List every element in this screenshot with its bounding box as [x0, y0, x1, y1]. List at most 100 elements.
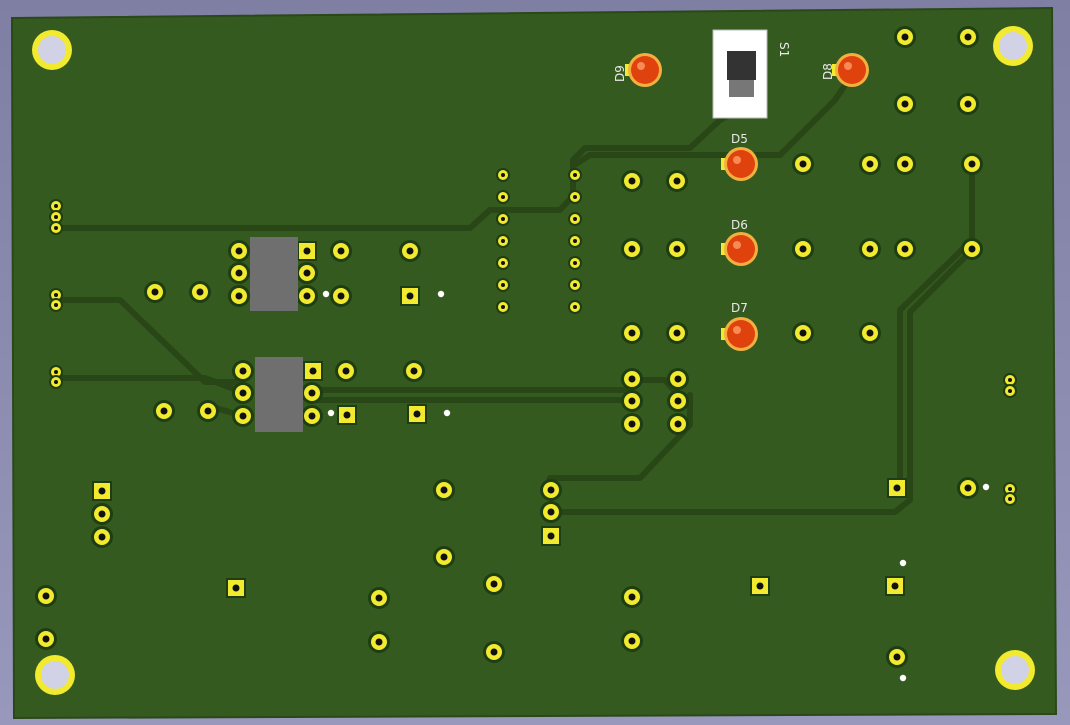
- pad-round: [403, 360, 425, 382]
- pad-round: [540, 501, 562, 523]
- pad-round: [961, 153, 983, 175]
- pad-square: [303, 361, 323, 381]
- pad-square: [541, 526, 561, 546]
- pad-round: [433, 479, 455, 501]
- pad-round: [621, 413, 643, 435]
- pad-round: [859, 153, 881, 175]
- via-icon: [443, 409, 451, 417]
- pad-round: [35, 628, 57, 650]
- mounting-hole-icon: [995, 650, 1035, 690]
- pad-round: [228, 262, 250, 284]
- pad-round: [621, 238, 643, 260]
- pad-small: [49, 365, 63, 379]
- pad-round: [621, 170, 643, 192]
- pad-round: [894, 93, 916, 115]
- pad-small: [49, 288, 63, 302]
- pad-round: [232, 360, 254, 382]
- pad-round: [228, 285, 250, 307]
- pad-round: [232, 405, 254, 427]
- pad-square: [297, 241, 317, 261]
- pad-round: [483, 573, 505, 595]
- pad-small: [568, 256, 582, 270]
- led-group: [625, 53, 869, 351]
- pad-round: [335, 360, 357, 382]
- pad-round: [894, 238, 916, 260]
- label-d6: D6: [731, 218, 748, 232]
- pad-round: [859, 238, 881, 260]
- pad-round: [197, 400, 219, 422]
- pad-small: [568, 234, 582, 248]
- pad-round: [301, 405, 323, 427]
- pad-round: [621, 368, 643, 390]
- pad-round: [35, 585, 57, 607]
- pad-small: [496, 278, 510, 292]
- pad-round: [667, 368, 689, 390]
- pad-round: [886, 646, 908, 668]
- pad-square: [92, 481, 112, 501]
- pad-round: [621, 630, 643, 652]
- via-icon: [982, 483, 990, 491]
- pad-round: [667, 413, 689, 435]
- pad-round: [433, 546, 455, 568]
- pad-small: [1003, 384, 1017, 398]
- pad-round: [859, 322, 881, 344]
- pad-round: [540, 479, 562, 501]
- ic-chip-u1: [250, 237, 298, 311]
- pad-small: [49, 210, 63, 224]
- pad-round: [296, 262, 318, 284]
- led-icon: [721, 147, 758, 181]
- pad-round: [894, 26, 916, 48]
- pad-square: [887, 478, 907, 498]
- pad-small: [496, 256, 510, 270]
- via-icon: [899, 559, 907, 567]
- pad-round: [144, 281, 166, 303]
- led-icon: [832, 53, 869, 87]
- pcb-substrate: [10, 6, 1058, 720]
- led-icon: [721, 317, 758, 351]
- via-icon: [322, 290, 330, 298]
- label-d9: D9: [613, 65, 627, 82]
- pad-round: [621, 322, 643, 344]
- pad-round: [91, 503, 113, 525]
- pad-round: [961, 238, 983, 260]
- label-d5: D5: [731, 132, 748, 146]
- pad-small: [1003, 492, 1017, 506]
- pad-small: [568, 190, 582, 204]
- pad-square: [885, 576, 905, 596]
- pad-small: [49, 221, 63, 235]
- pad-small: [568, 300, 582, 314]
- pad-small: [496, 168, 510, 182]
- switch-s1: [712, 29, 768, 119]
- pad-small: [49, 375, 63, 389]
- via-icon: [327, 409, 335, 417]
- pad-small: [1003, 373, 1017, 387]
- label-s1: S1: [777, 42, 791, 57]
- via-icon: [437, 290, 445, 298]
- pad-round: [368, 587, 390, 609]
- pad-small: [49, 298, 63, 312]
- pad-round: [957, 26, 979, 48]
- pad-square: [407, 404, 427, 424]
- through-hole-pads: [35, 26, 1017, 682]
- pad-round: [667, 390, 689, 412]
- pad-round: [228, 240, 250, 262]
- pad-small: [496, 234, 510, 248]
- pad-small: [496, 190, 510, 204]
- pad-round: [621, 390, 643, 412]
- led-icon: [625, 53, 662, 87]
- pad-round: [666, 170, 688, 192]
- pad-square: [750, 576, 770, 596]
- pad-round: [621, 586, 643, 608]
- pad-round: [792, 322, 814, 344]
- pad-round: [189, 281, 211, 303]
- pad-round: [666, 238, 688, 260]
- pad-square: [337, 405, 357, 425]
- pad-round: [483, 641, 505, 663]
- ic-chip-u2: [255, 357, 303, 432]
- pad-round: [91, 526, 113, 548]
- pad-small: [496, 212, 510, 226]
- led-icon: [721, 232, 758, 266]
- pad-round: [957, 477, 979, 499]
- label-d7: D7: [731, 301, 748, 315]
